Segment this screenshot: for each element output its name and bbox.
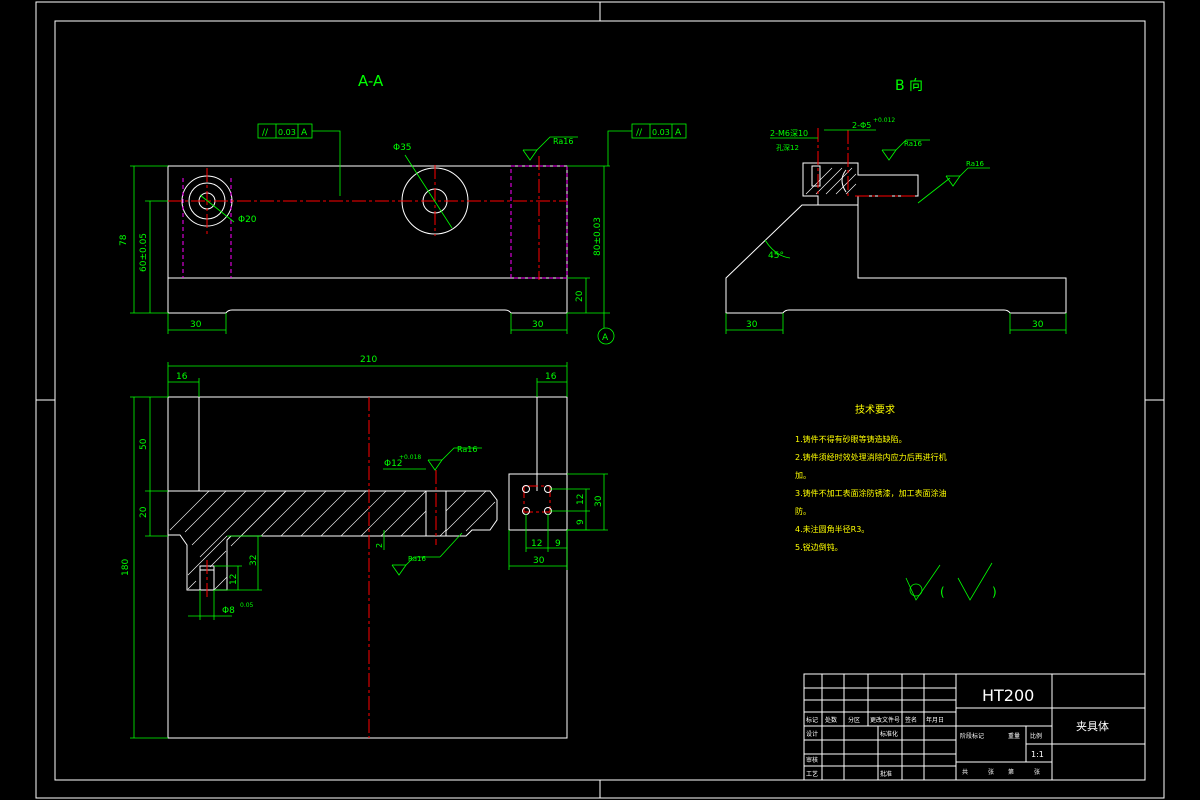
finish-symbols: ( ) bbox=[905, 562, 997, 601]
tol-left-symbol: // bbox=[262, 128, 269, 138]
tech-item-5: 5.锐边倒钝。 bbox=[795, 542, 843, 552]
dia-20-label: Φ20 bbox=[238, 215, 257, 225]
dim-12-lug-right: 12 bbox=[576, 494, 586, 505]
tb-cell-change: 更改文件号 bbox=[870, 716, 900, 724]
scale-value: 1:1 bbox=[1031, 750, 1044, 759]
thread-label: 2-M6深10 bbox=[770, 129, 808, 138]
section-aa-title: A-A bbox=[358, 72, 384, 90]
dim-30-lug-right: 30 bbox=[594, 495, 604, 507]
thread-sub: 孔深12 bbox=[776, 143, 799, 152]
tb-cell-design: 设计 bbox=[806, 730, 818, 738]
section-aa-dims: // 0.03 A // 0.03 A Ra16 Φ35 Φ20 78 60±0… bbox=[119, 123, 687, 345]
tb-cell-page: 第 bbox=[1008, 768, 1014, 776]
dim-30-aa-right: 30 bbox=[532, 320, 544, 330]
dim-9-lug-bottom: 9 bbox=[555, 539, 561, 549]
dim-20-plan: 20 bbox=[139, 506, 149, 518]
tech-item-4: 4.未注圆角半径R3。 bbox=[795, 524, 869, 534]
ra-top-aa: Ra16 bbox=[553, 137, 573, 146]
finish-close-paren: ) bbox=[992, 585, 997, 599]
dia-35-label: Φ35 bbox=[393, 143, 412, 153]
dim-78: 78 bbox=[119, 234, 129, 246]
view-b bbox=[725, 128, 1067, 314]
section-aa-view bbox=[167, 156, 568, 314]
datum-a: A bbox=[602, 333, 609, 343]
tb-cell-date: 年月日 bbox=[926, 716, 944, 724]
tech-item-2: 2.铸件须经时效处理消除内应力后再进行机 bbox=[795, 452, 947, 462]
dim-16-right: 16 bbox=[545, 372, 557, 382]
ra-plan-top: Ra16 bbox=[457, 445, 477, 454]
plan-hatch bbox=[169, 490, 496, 591]
tb-cell-total: 共 bbox=[962, 768, 968, 776]
view-b-title: B 向 bbox=[895, 78, 923, 94]
tb-cell-process: 工艺 bbox=[806, 770, 818, 778]
tol-right-symbol: // bbox=[636, 128, 643, 138]
tb-cell-sheet-b: 张 bbox=[1034, 768, 1040, 776]
tb-cell-scale: 比例 bbox=[1030, 732, 1042, 740]
tb-cell-standard: 标准化 bbox=[880, 730, 898, 738]
dim-30-aa-left: 30 bbox=[190, 320, 202, 330]
tol-left-value: 0.03 bbox=[278, 128, 296, 137]
dim-2: 2 bbox=[375, 543, 384, 548]
dim-210: 210 bbox=[360, 355, 377, 365]
dim-12-lug-bottom: 12 bbox=[531, 539, 542, 549]
tech-item-2b: 加。 bbox=[795, 470, 811, 480]
tb-cell-zone: 分区 bbox=[848, 716, 860, 724]
ra-b-b: Ra16 bbox=[966, 160, 984, 168]
finish-open-paren: ( bbox=[940, 585, 945, 599]
dim-20-aa: 20 bbox=[575, 290, 585, 302]
dim-16-left: 16 bbox=[176, 372, 188, 382]
dia-8-label: Φ8 bbox=[222, 606, 235, 616]
tb-cell-weight: 重量 bbox=[1008, 732, 1020, 740]
dim-32: 32 bbox=[249, 555, 259, 566]
tech-item-3: 3.铸件不加工表面涂防锈漆，加工表面涂油 bbox=[795, 488, 947, 498]
angle-45: 45° bbox=[768, 251, 784, 261]
dim-60: 60±0.05 bbox=[139, 233, 149, 272]
tech-item-1: 1.铸件不得有砂眼等铸造缺陷。 bbox=[795, 434, 907, 444]
pin-label: 2-Φ5 bbox=[852, 121, 871, 130]
dia-12-label: Φ12 bbox=[384, 459, 403, 469]
dim-180: 180 bbox=[121, 559, 131, 576]
part-name-label: 夹具体 bbox=[1076, 719, 1109, 733]
plan-view-dims: 210 16 16 50 20 180 32 12 Φ8 0.05 bbox=[121, 355, 608, 739]
material-label: HT200 bbox=[982, 686, 1034, 705]
dia-8-tol: 0.05 bbox=[240, 602, 254, 609]
tol-right-datum: A bbox=[675, 128, 682, 138]
dim-30-b-right: 30 bbox=[1032, 320, 1044, 330]
plan-view bbox=[167, 396, 568, 739]
tb-cell-mark: 标记 bbox=[806, 716, 818, 724]
dia-12-tol: +0.018 bbox=[399, 454, 421, 461]
tech-item-3b: 防。 bbox=[795, 506, 811, 516]
tb-cell-stage: 阶段标记 bbox=[960, 732, 984, 740]
tb-cell-approve: 批准 bbox=[880, 770, 892, 778]
tb-cell-count: 处数 bbox=[825, 716, 837, 724]
view-b-hatch bbox=[805, 167, 857, 195]
tb-cell-sheet-a: 张 bbox=[988, 768, 994, 776]
ra-plan-bottom: Ra16 bbox=[408, 555, 426, 563]
view-b-dims: 2-M6深10 孔深12 2-Φ5 +0.012 Ra16 Ra16 45° 3… bbox=[725, 117, 1067, 334]
dim-50: 50 bbox=[139, 438, 149, 450]
tb-cell-sign: 签名 bbox=[905, 716, 917, 724]
tb-cell-review: 审核 bbox=[806, 756, 818, 764]
dim-80: 80±0.03 bbox=[593, 217, 603, 256]
tol-right-value: 0.03 bbox=[652, 128, 670, 137]
tech-requirements: 技术要求 1.铸件不得有砂眼等铸造缺陷。 2.铸件须经时效处理消除内应力后再进行… bbox=[795, 403, 947, 552]
ra-b-a: Ra16 bbox=[904, 140, 922, 148]
dim-9-lug-right: 9 bbox=[576, 519, 586, 525]
dim-12-vert: 12 bbox=[229, 574, 239, 585]
dim-30-lug-bottom: 30 bbox=[533, 556, 545, 566]
tech-title: 技术要求 bbox=[855, 403, 895, 416]
tol-left-datum: A bbox=[301, 128, 308, 138]
dim-30-b-left: 30 bbox=[746, 320, 758, 330]
pin-tol: +0.012 bbox=[873, 117, 895, 124]
sheet-frame bbox=[35, 1, 1165, 799]
title-block: HT200 夹具体 标记 处数 分区 更改文件号 签名 年月日 设计 标准化 阶… bbox=[803, 673, 1146, 781]
